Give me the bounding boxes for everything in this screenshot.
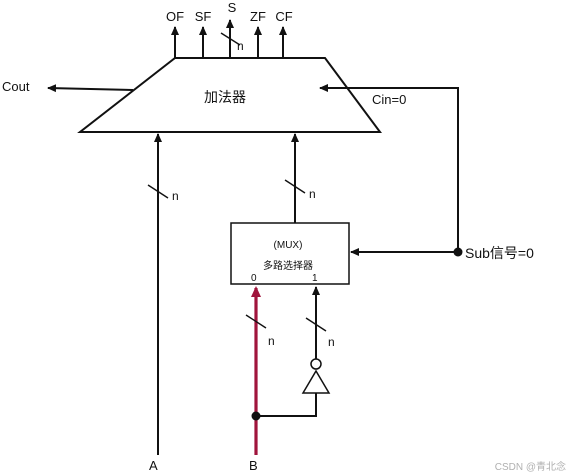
sub-signal-label: Sub信号=0 <box>465 245 534 261</box>
b-bus-slash <box>245 314 267 329</box>
cout-wire <box>47 84 134 93</box>
sub-junction-dot <box>453 247 463 257</box>
cin-wire <box>319 84 459 252</box>
inverted-b-bus-width: n <box>328 335 335 349</box>
watermark: CSDN @青北念 <box>495 460 566 473</box>
not-gate-bubble <box>310 358 322 370</box>
s-bus-width: n <box>237 39 244 53</box>
mux-title: (MUX) <box>274 240 303 251</box>
mux-block <box>230 222 350 285</box>
mux-input-0-label: 0 <box>251 273 257 284</box>
cin-label: Cin=0 <box>372 92 406 107</box>
b-bus-width: n <box>268 334 275 348</box>
b-branch-wire <box>256 393 317 417</box>
mux-output-bus-slash <box>284 179 306 194</box>
a-bus-slash <box>147 184 169 199</box>
cout-label: Cout <box>2 79 30 94</box>
flag-sf: SF <box>195 9 212 24</box>
flag-zf: ZF <box>250 9 266 24</box>
mux-subtitle: 多路选择器 <box>263 259 313 272</box>
adder-block <box>77 57 382 133</box>
flag-of: OF <box>166 9 184 24</box>
signal-b-label: B <box>249 458 258 473</box>
signal-a-label: A <box>149 458 158 473</box>
b-junction-dot <box>251 411 261 421</box>
mux-output-bus-width: n <box>309 187 316 201</box>
inverted-b-bus-slash <box>305 317 327 332</box>
mux-input-1-label: 1 <box>312 273 318 284</box>
adder-label: 加法器 <box>204 89 246 105</box>
a-bus-width: n <box>172 189 179 203</box>
flag-cf: CF <box>275 9 292 24</box>
flag-s: S <box>228 0 237 15</box>
s-bus-slash <box>220 32 241 46</box>
not-gate-icon <box>301 369 331 394</box>
